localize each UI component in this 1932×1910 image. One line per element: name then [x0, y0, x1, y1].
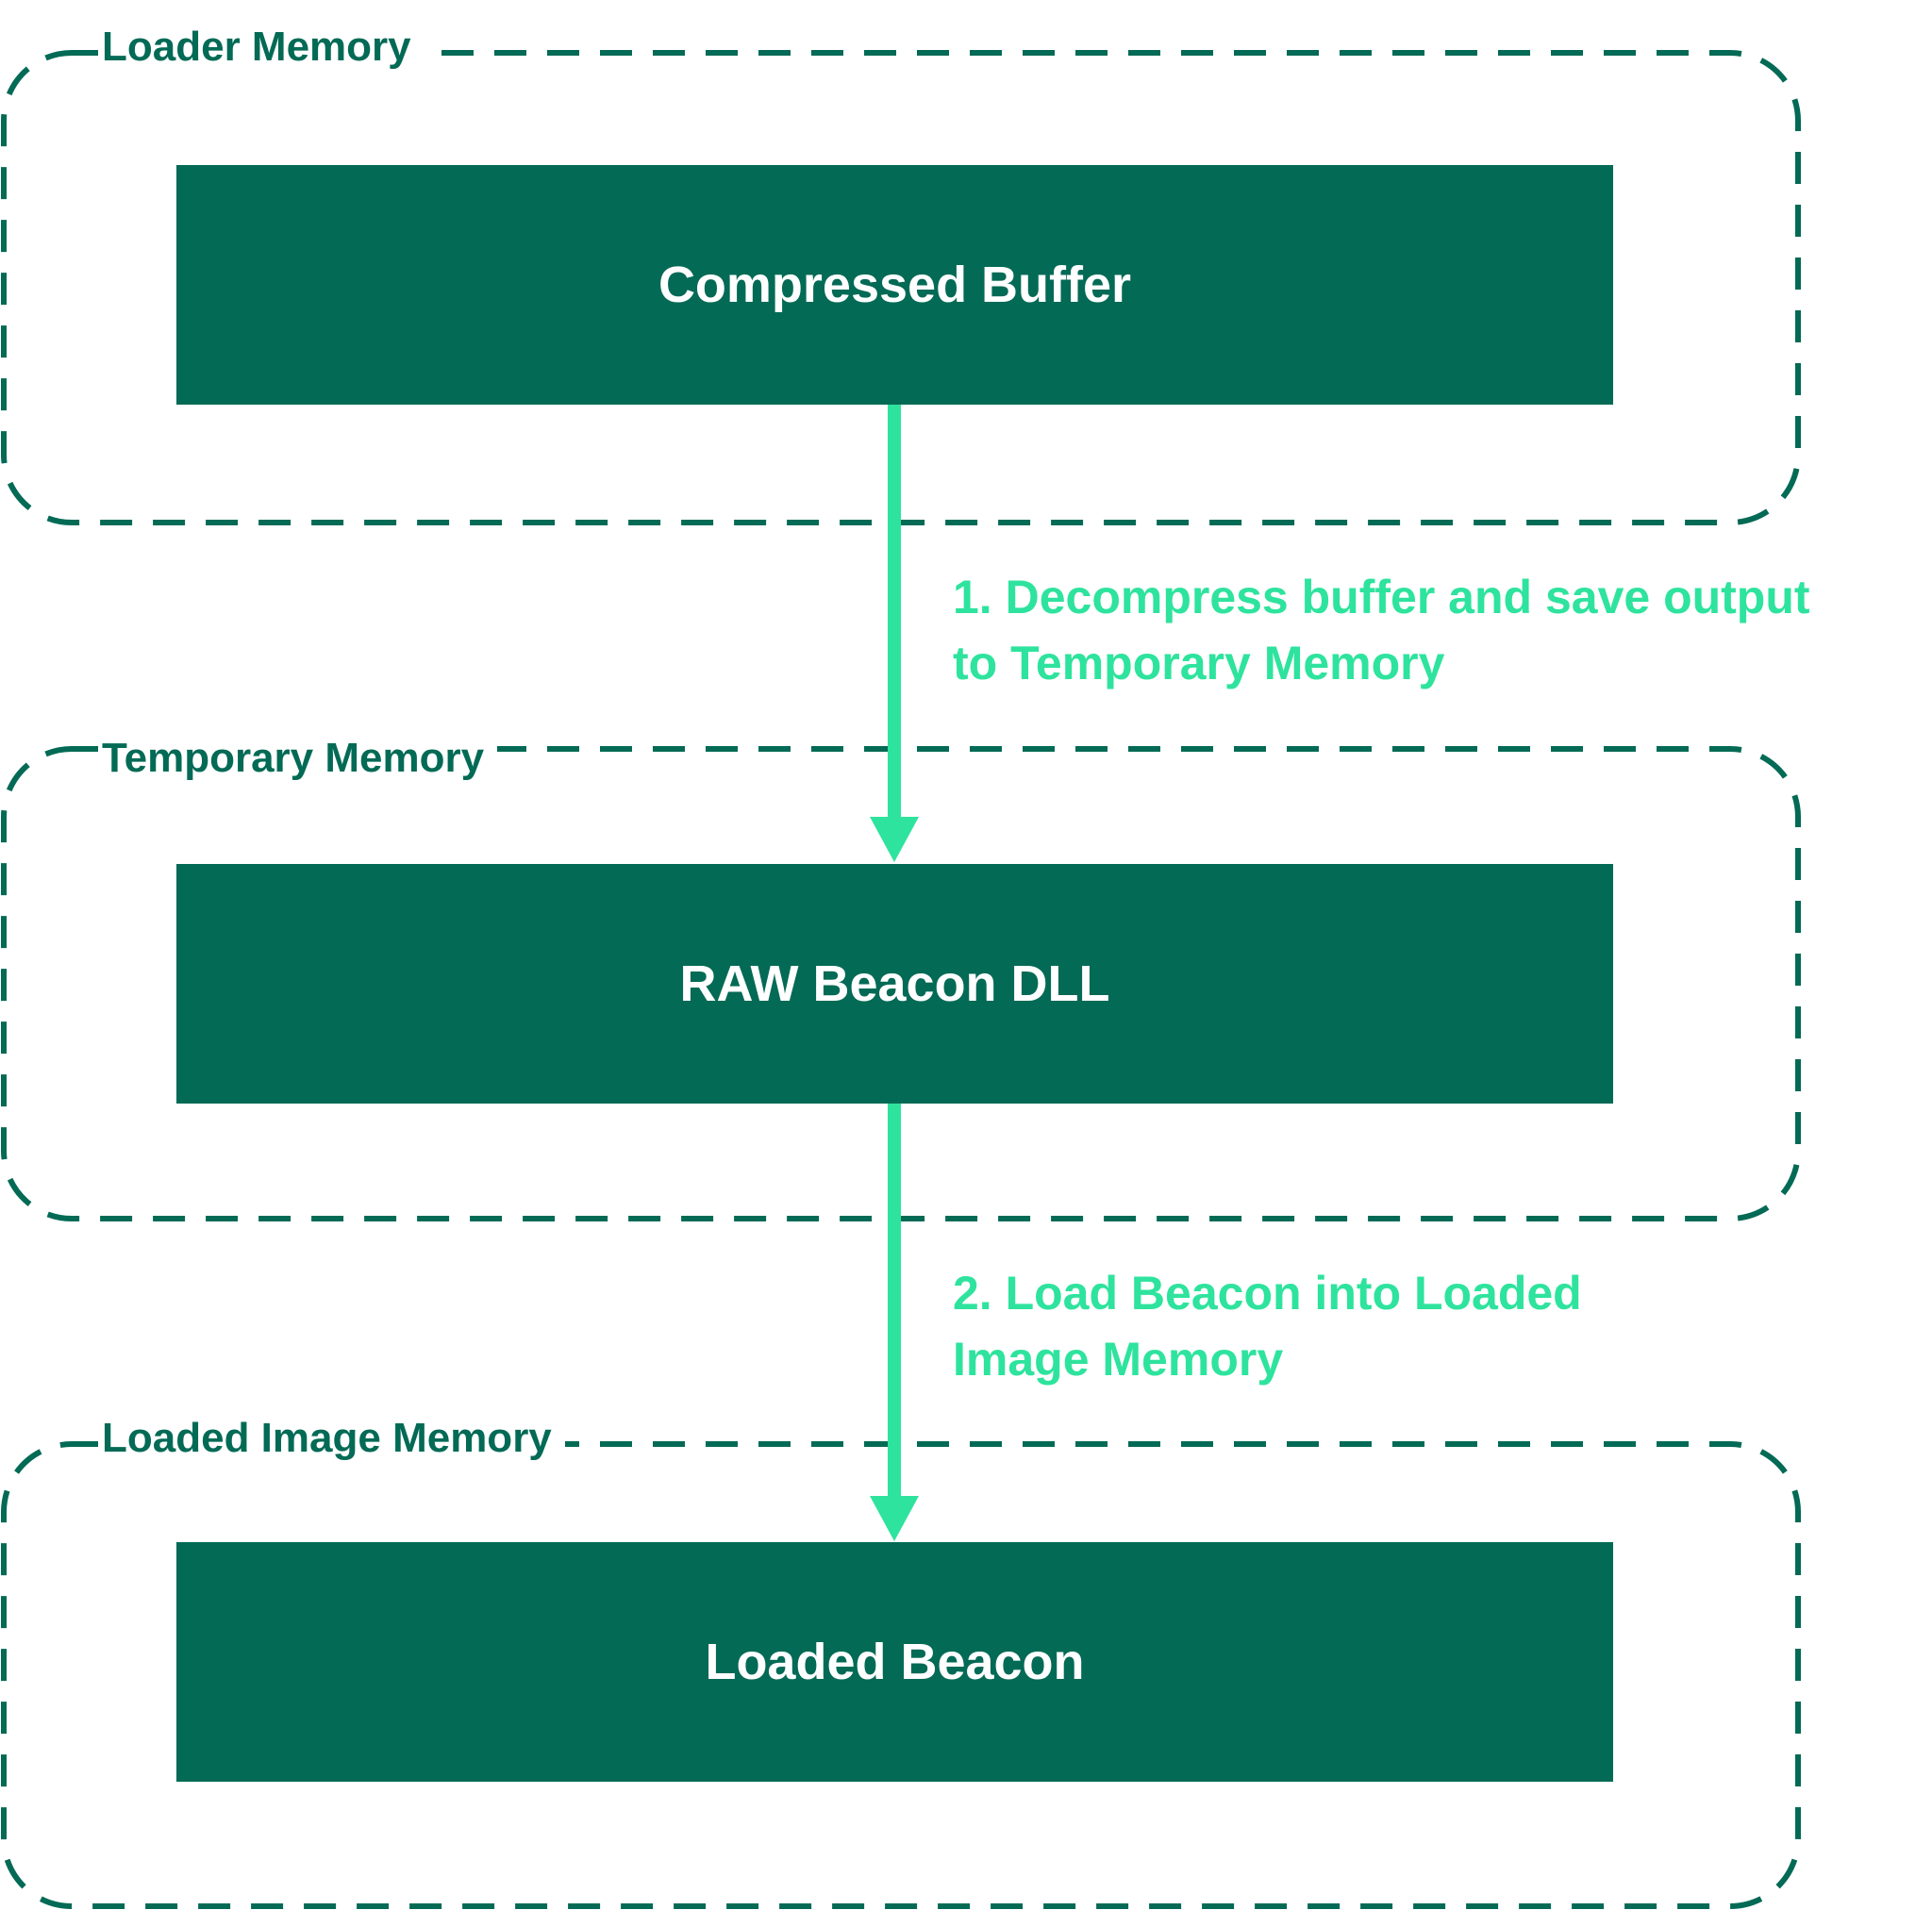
step-1-label: 1. Decompress buffer and save output to …	[953, 564, 1810, 696]
step-2-line-2: Image Memory	[953, 1333, 1284, 1386]
step-2-line-1: 2. Load Beacon into Loaded	[953, 1267, 1582, 1320]
raw-beacon-dll-label: RAW Beacon DLL	[679, 955, 1110, 1012]
compressed-buffer-box: Compressed Buffer	[176, 165, 1613, 405]
region-label-loaded-image-memory: Loaded Image Memory	[98, 1418, 565, 1459]
raw-beacon-dll-box: RAW Beacon DLL	[176, 864, 1613, 1104]
arrow-2-head	[870, 1496, 919, 1541]
loaded-beacon-label: Loaded Beacon	[705, 1634, 1085, 1690]
step-1-line-1: 1. Decompress buffer and save output	[953, 571, 1810, 623]
region-label-loader-memory: Loader Memory	[98, 26, 425, 68]
arrow-1-head	[870, 817, 919, 862]
step-1-line-2: to Temporary Memory	[953, 637, 1445, 689]
step-2-label: 2. Load Beacon into Loaded Image Memory	[953, 1260, 1582, 1392]
compressed-buffer-label: Compressed Buffer	[658, 257, 1132, 313]
loaded-beacon-box: Loaded Beacon	[176, 1542, 1613, 1782]
region-frame-loaded-image-memory	[1, 1441, 1801, 1909]
region-label-temporary-memory: Temporary Memory	[98, 738, 498, 779]
